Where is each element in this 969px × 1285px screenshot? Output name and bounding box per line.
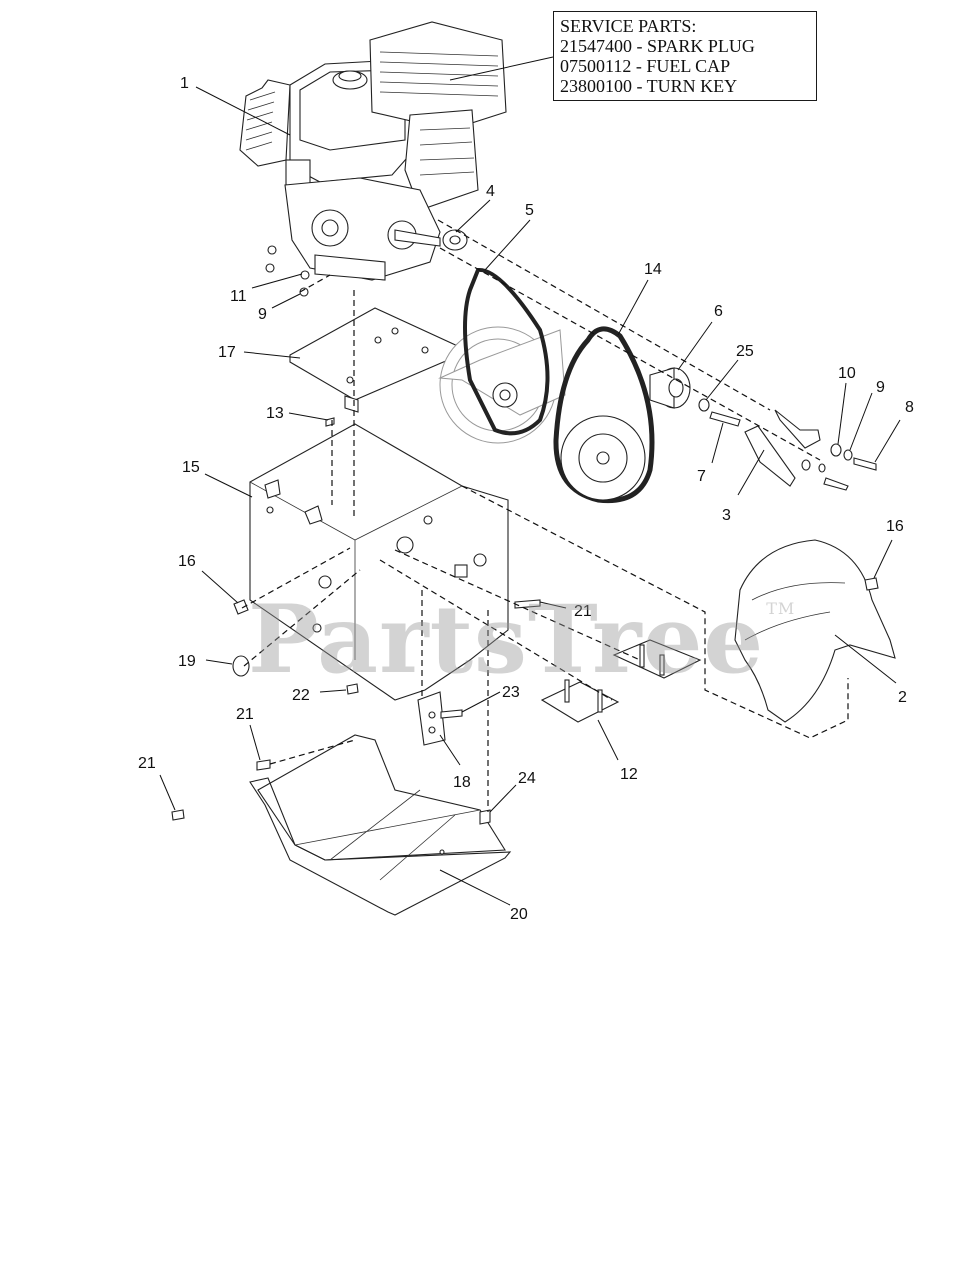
callout-9-right: 9	[876, 379, 885, 396]
belt-cover-shield[interactable]	[734, 539, 896, 723]
callout-16-left: 16	[178, 553, 196, 570]
bolt-7[interactable]	[709, 411, 741, 427]
service-parts-box: SERVICE PARTS: 21547400 - SPARK PLUG 075…	[553, 11, 817, 101]
belt-guide-bracket[interactable]	[744, 409, 821, 487]
hardware-small[interactable]	[171, 270, 879, 825]
callout-13: 13	[266, 405, 284, 422]
washer-25[interactable]	[698, 398, 710, 412]
callout-7: 7	[697, 468, 706, 485]
callout-24: 24	[518, 770, 536, 787]
callout-3: 3	[722, 507, 731, 524]
callout-14: 14	[644, 261, 662, 278]
watermark-trademark: TM	[766, 599, 796, 618]
callout-20: 20	[510, 906, 528, 923]
callout-labels: 1 2 3 4 5 6 7 8 9 9 10 11 12 13 14 15 16…	[138, 75, 914, 923]
callout-4: 4	[486, 183, 495, 200]
service-part-spark-plug: 21547400 - SPARK PLUG	[560, 36, 755, 56]
callout-11: 11	[230, 288, 247, 305]
callout-21-pan: 21	[236, 706, 254, 723]
callout-18: 18	[453, 774, 471, 791]
engine-assembly[interactable]	[239, 21, 507, 281]
traction-belt-pulley[interactable]	[553, 326, 655, 504]
callout-22: 22	[292, 687, 310, 704]
callout-6: 6	[714, 303, 723, 320]
callout-2: 2	[898, 689, 907, 706]
callout-23: 23	[502, 684, 520, 701]
callout-15: 15	[182, 459, 200, 476]
auger-belt[interactable]	[463, 267, 550, 436]
watermark-text: PartsTree	[248, 585, 765, 695]
assembly-lines	[241, 219, 849, 812]
engine-pulley[interactable]	[649, 367, 691, 409]
callout-9-left: 9	[258, 306, 267, 323]
frame-housing[interactable]	[249, 423, 509, 701]
drive-pulley-assembly[interactable]	[438, 326, 566, 444]
engine-hub[interactable]	[442, 229, 468, 251]
bottom-cover-pan[interactable]	[249, 734, 512, 916]
callout-12: 12	[620, 766, 638, 783]
callout-5: 5	[525, 202, 534, 219]
hardware-8-9-10[interactable]	[801, 443, 877, 491]
callout-21-frame: 21	[574, 603, 592, 620]
frame-bracket[interactable]	[417, 691, 446, 746]
callout-10: 10	[838, 365, 856, 382]
leader-lines	[159, 56, 901, 906]
callout-17: 17	[218, 344, 236, 361]
callout-19: 19	[178, 653, 196, 670]
callout-21-loose: 21	[138, 755, 156, 772]
callout-8: 8	[905, 399, 914, 416]
callout-16-right: 16	[886, 518, 904, 535]
service-part-turn-key: 23800100 - TURN KEY	[560, 76, 738, 96]
engine-mount-plate[interactable]	[289, 307, 463, 413]
callout-1: 1	[180, 75, 189, 92]
callout-25: 25	[736, 343, 754, 360]
service-parts-heading: SERVICE PARTS:	[560, 16, 697, 36]
service-part-fuel-cap: 07500112 - FUEL CAP	[560, 56, 731, 76]
